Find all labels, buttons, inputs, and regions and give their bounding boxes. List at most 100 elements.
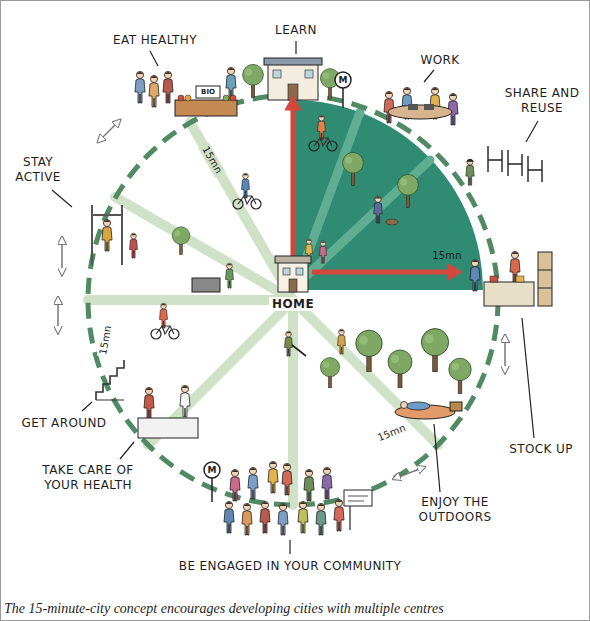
inner-scenes-part — [338, 329, 346, 354]
community-scene-part — [349, 505, 350, 530]
activity-label: STOCK UP — [509, 442, 573, 457]
stock-up-scene-part — [538, 270, 552, 271]
red-arrows-part — [312, 270, 450, 275]
share-scene-part — [528, 156, 542, 182]
lanes-part — [293, 100, 483, 290]
stock-up-scene-part — [516, 276, 524, 282]
inner-scenes-part — [160, 303, 168, 328]
market-scene-part — [135, 71, 145, 103]
direction-arrows-part — [504, 338, 506, 370]
home-building-part — [283, 268, 290, 275]
community-scene-part — [316, 503, 326, 535]
get-around-scene-part — [96, 400, 124, 401]
inner-scenes-part — [192, 278, 220, 292]
work-scene — [384, 87, 458, 125]
home-building-part — [289, 279, 297, 292]
community-scene-part — [268, 461, 278, 493]
health-scene — [138, 385, 198, 438]
inner-scenes-part — [320, 358, 339, 388]
community-scene-part — [260, 501, 270, 533]
school-scene-part — [273, 70, 281, 78]
community-scene-part — [230, 469, 240, 501]
outdoors-scene-part — [388, 350, 412, 388]
red-arrows-part — [291, 106, 296, 256]
leader-lines-part — [434, 424, 440, 492]
work-scene-part — [388, 105, 452, 119]
activity-label: SHARE AND REUSE — [499, 86, 585, 115]
lanes-part — [88, 122, 438, 505]
leader-lines-part — [295, 41, 296, 54]
inner-scenes-part — [343, 152, 364, 185]
community-scene-part — [204, 462, 220, 478]
direction-arrows-part — [57, 300, 59, 330]
stock-up-scene-part — [538, 252, 552, 306]
inner-scenes-part — [319, 241, 326, 263]
inner-scenes-part — [242, 173, 250, 198]
community-scene-part — [298, 501, 308, 533]
lanes-part — [298, 112, 430, 282]
lanes-part-part — [115, 197, 293, 300]
community-scene-part — [348, 501, 364, 502]
school-scene-part — [342, 88, 344, 108]
market-scene-part — [230, 95, 236, 101]
health-scene-part — [180, 385, 190, 417]
home-building — [275, 256, 311, 292]
community-scene-part — [224, 501, 234, 533]
activity-label: WORK — [420, 53, 459, 68]
leader-lines-part — [120, 442, 134, 459]
outdoors-scene-part — [421, 329, 448, 372]
stock-up-scene-part — [484, 282, 534, 306]
share-scene — [466, 146, 542, 185]
outdoors-scene-part — [356, 330, 382, 372]
community-scene-part — [334, 499, 344, 531]
outdoors-scene — [356, 329, 471, 419]
school-scene-part — [264, 58, 322, 65]
health-scene-part — [138, 418, 198, 438]
stay-active-scene-part — [130, 233, 138, 258]
direction-arrows-part — [61, 240, 63, 272]
community-scene-part — [348, 496, 368, 497]
inner-scenes-part — [285, 331, 293, 356]
school-scene-part — [335, 72, 351, 88]
stay-active-scene — [92, 205, 137, 265]
metro-sign: M — [339, 76, 348, 85]
leader-lines-part — [522, 318, 534, 438]
home-building-part — [296, 268, 303, 275]
community-scene-part — [278, 503, 288, 535]
community-scene — [204, 461, 372, 535]
share-scene-part — [508, 150, 522, 176]
community-scene-part — [248, 467, 258, 499]
red-arrows-part — [285, 96, 301, 110]
community-scene-part — [322, 467, 332, 499]
lanes-part-part — [293, 300, 438, 445]
lanes — [88, 95, 498, 505]
leader-lines-part — [526, 121, 538, 142]
inner-scenes-part — [233, 196, 261, 209]
market-scene-part — [196, 86, 220, 98]
figure-caption: The 15-minute-city concept encourages de… — [4, 600, 444, 617]
get-around-scene — [96, 360, 124, 400]
outdoors-scene-part — [401, 402, 408, 409]
activity-label: LEARN — [275, 23, 317, 38]
market-scene-part — [163, 71, 173, 103]
work-scene-part — [408, 104, 418, 110]
stock-up-scene — [470, 251, 552, 306]
lanes-part — [88, 95, 498, 505]
work-scene-part — [384, 91, 394, 123]
stall-sign-text: BIO — [201, 89, 215, 96]
inner-scenes-part — [318, 115, 326, 140]
community-scene-part — [211, 478, 213, 502]
inner-scenes-part — [292, 345, 306, 356]
inner-scenes-part — [309, 138, 337, 151]
activity-label: STAY ACTIVE — [7, 155, 69, 184]
inner-scenes-part — [172, 227, 190, 255]
lanes-part-part — [298, 112, 360, 280]
inner-scenes-part — [226, 263, 234, 288]
inner-scenes-part — [374, 196, 383, 223]
stock-up-scene-part — [490, 276, 498, 282]
school-scene-part — [305, 70, 313, 78]
share-scene-part — [488, 146, 502, 172]
inner-scenes — [151, 115, 418, 388]
leader-lines-part — [289, 540, 290, 554]
